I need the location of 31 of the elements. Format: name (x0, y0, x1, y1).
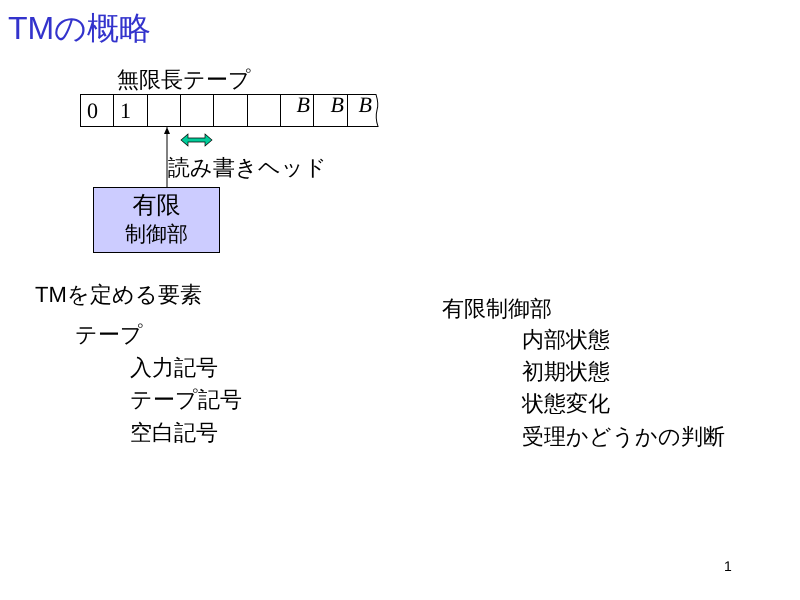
list-item: 入力記号 (130, 354, 218, 382)
list-item: テープ (75, 321, 143, 349)
control-text: 有限 (132, 191, 180, 221)
list-item: 有限制御部 (442, 295, 552, 323)
tape-heading: 無限長テープ (117, 66, 252, 94)
control-box (93, 187, 220, 253)
tape-cell (247, 94, 280, 127)
tape-cell (347, 94, 375, 127)
tape-symbol: 1 (120, 97, 131, 125)
tape-cell (113, 94, 147, 127)
tape-symbol: B (330, 91, 344, 119)
list-item: テープ記号 (130, 386, 242, 414)
tape-cell (280, 94, 313, 127)
tape-symbol: 0 (87, 97, 98, 125)
tape-cell (213, 94, 247, 127)
list-item: 内部状態 (522, 326, 610, 354)
list-item: 初期状態 (522, 358, 610, 386)
list-item: 状態変化 (522, 390, 610, 418)
page-number: 1 (724, 557, 732, 576)
tape-cell (80, 94, 113, 127)
slide-title: TMの概略 (8, 9, 152, 48)
tape-symbol: B (296, 91, 310, 119)
arrow (164, 126, 170, 188)
tape-cell (180, 94, 213, 127)
tape-cell (147, 94, 180, 127)
control-text: 制御部 (125, 222, 188, 248)
list-item: 受理かどうかの判断 (522, 423, 725, 451)
tape-cell (313, 94, 347, 127)
list-item: 空白記号 (130, 419, 218, 447)
tape-symbol: B (358, 91, 372, 119)
list-item: TMを定める要素 (35, 281, 202, 309)
